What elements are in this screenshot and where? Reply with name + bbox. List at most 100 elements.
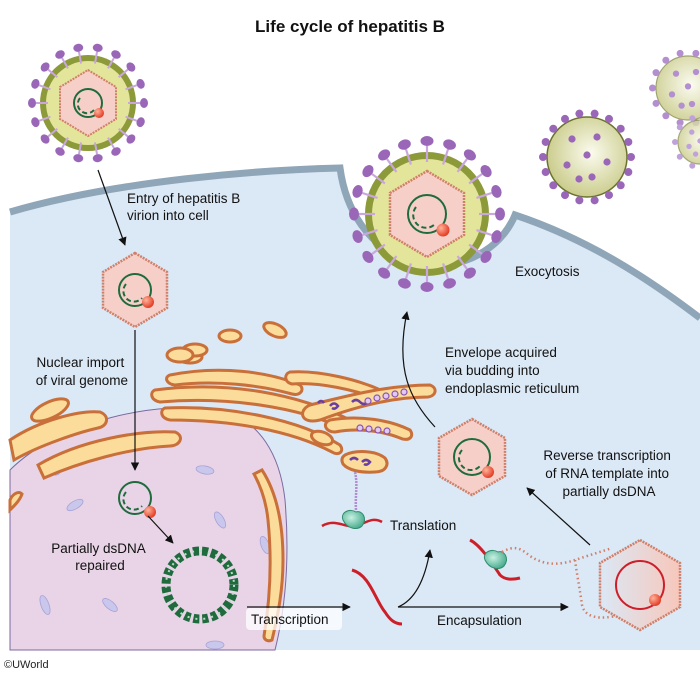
surface-spike bbox=[689, 115, 696, 122]
spike-stalk bbox=[117, 127, 129, 138]
spike-stalk bbox=[361, 191, 378, 199]
surface-spike bbox=[593, 133, 601, 141]
surface-spike bbox=[590, 109, 599, 118]
spike-protein bbox=[480, 250, 492, 263]
surface-spike bbox=[627, 153, 635, 161]
mrna-transcript bbox=[351, 568, 403, 626]
spike-stalk bbox=[47, 68, 59, 79]
surface-spike bbox=[561, 114, 569, 123]
surface-spike bbox=[575, 109, 584, 118]
translation-ribosome bbox=[321, 471, 383, 529]
spike-protein bbox=[491, 230, 502, 243]
spike-stalk bbox=[125, 84, 138, 91]
exocytosing-virion bbox=[349, 136, 505, 292]
diagram-title: Life cycle of hepatitis B bbox=[255, 17, 445, 36]
surface-spike bbox=[686, 143, 692, 150]
spike-protein bbox=[136, 78, 145, 89]
spike-stalk bbox=[456, 255, 468, 270]
label-repair: Partially dsDNA repaired bbox=[51, 541, 149, 573]
spike-protein bbox=[111, 147, 121, 156]
surface-spike bbox=[662, 112, 670, 120]
spike-protein bbox=[378, 267, 391, 279]
viral-genome-nucleus bbox=[118, 481, 156, 518]
spike-stalk bbox=[61, 57, 69, 69]
surface-spike bbox=[541, 168, 550, 177]
released-virion-1 bbox=[539, 109, 635, 205]
spike-protein bbox=[31, 117, 40, 128]
surface-spike bbox=[605, 114, 613, 123]
spike-protein bbox=[140, 98, 148, 108]
spike-protein bbox=[349, 207, 359, 221]
spike-stalk bbox=[442, 263, 450, 280]
spike-stalk bbox=[468, 243, 483, 255]
surface-spike bbox=[624, 137, 633, 146]
surface-spike bbox=[605, 191, 613, 200]
arrow-reverse-transcription bbox=[526, 487, 591, 546]
surface-spike bbox=[676, 124, 683, 131]
surface-spike bbox=[672, 139, 678, 145]
spike-protein bbox=[480, 165, 492, 178]
surface-spike bbox=[561, 191, 569, 200]
cccdna-helix bbox=[161, 546, 239, 624]
spike-protein bbox=[55, 147, 65, 156]
released-virion-3 bbox=[672, 115, 700, 169]
spike-protein bbox=[111, 50, 121, 59]
spike-stalk bbox=[47, 127, 59, 138]
surface-spike bbox=[692, 151, 699, 157]
entering-virion bbox=[27, 43, 148, 163]
surface-spike bbox=[549, 124, 558, 133]
spike-stalk bbox=[476, 229, 493, 237]
spike-protein bbox=[398, 278, 411, 289]
spike-protein bbox=[73, 154, 84, 163]
spike-protein bbox=[40, 62, 50, 72]
spike-stalk bbox=[361, 229, 378, 237]
spike-stalk bbox=[107, 57, 115, 69]
spike-protein bbox=[352, 230, 363, 243]
surface-spike bbox=[616, 124, 625, 133]
spike-protein bbox=[463, 149, 476, 161]
spike-protein bbox=[398, 139, 411, 150]
surface-spike bbox=[672, 70, 680, 77]
spike-protein bbox=[126, 62, 136, 72]
core-protein-ribosome bbox=[469, 538, 621, 619]
spike-stalk bbox=[404, 148, 412, 165]
spike-stalk bbox=[77, 51, 83, 64]
spike-stalk bbox=[404, 263, 412, 280]
surface-spike bbox=[575, 196, 584, 205]
copyright: ©UWorld bbox=[4, 659, 49, 671]
er-spike-proteins bbox=[356, 388, 408, 435]
spike-stalk bbox=[117, 68, 129, 79]
spike-protein bbox=[362, 165, 374, 178]
spike-stalk bbox=[371, 173, 386, 185]
label-reverse-transcription: Reverse transcription of RNA template in… bbox=[543, 448, 674, 499]
surface-spike bbox=[676, 119, 684, 127]
label-envelope: Envelope acquired via budding into endop… bbox=[445, 345, 579, 396]
spike-protein bbox=[352, 185, 363, 198]
surface-spike bbox=[662, 56, 670, 64]
spike-protein bbox=[495, 207, 505, 221]
spike-stalk bbox=[371, 243, 386, 255]
spike-protein bbox=[92, 43, 103, 52]
spike-stalk bbox=[38, 84, 51, 91]
label-encapsulation: Encapsulation bbox=[437, 613, 522, 628]
spike-protein bbox=[420, 282, 434, 292]
surface-spike bbox=[616, 181, 625, 190]
surface-spike bbox=[652, 99, 660, 107]
surface-spike bbox=[688, 100, 696, 108]
label-entry: Entry of hepatitis B virion into cell bbox=[127, 191, 244, 223]
surface-spike bbox=[541, 137, 550, 146]
spike-protein bbox=[362, 250, 374, 263]
surface-spike bbox=[568, 135, 576, 143]
surface-spike bbox=[692, 49, 700, 57]
spike-stalk bbox=[386, 158, 398, 173]
surface-spike bbox=[563, 161, 571, 169]
spike-protein bbox=[92, 154, 103, 163]
surface-spike bbox=[697, 138, 700, 144]
surface-spike bbox=[539, 153, 547, 161]
mature-capsid bbox=[437, 417, 507, 497]
spike-stalk bbox=[93, 51, 99, 64]
spike-protein bbox=[378, 149, 391, 161]
spike-protein bbox=[420, 136, 434, 146]
surface-spike bbox=[678, 102, 685, 109]
